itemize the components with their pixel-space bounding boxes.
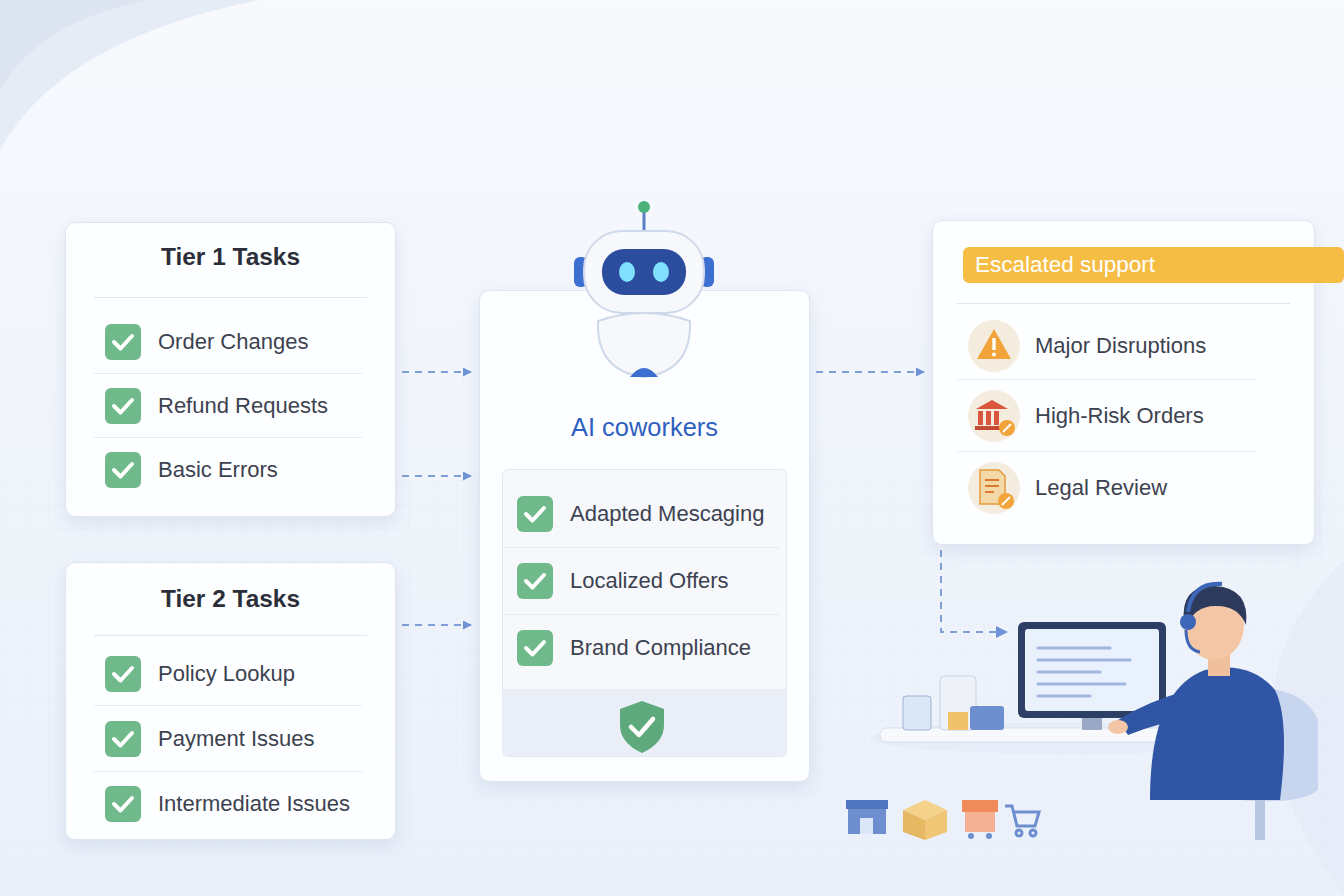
task-row: Basic Errors [94, 437, 362, 501]
dashed-arrow [402, 371, 471, 373]
task-row: Payment Issues [94, 705, 362, 771]
task-row: Order Changes [94, 311, 362, 373]
check-icon [104, 451, 142, 489]
robot-illustration [564, 199, 724, 399]
ai-panel: AI coworkersAdapted MescagingLocalized O… [479, 290, 810, 782]
task-label: Policy Lookup [158, 661, 295, 687]
doc-icon [967, 461, 1021, 515]
task-label: Adapted Mescaging [570, 501, 764, 527]
dashed-arrow [402, 624, 471, 626]
task-label: Basic Errors [158, 457, 278, 483]
task-row: High-Risk Orders [957, 379, 1255, 451]
task-row: Adapted Mescaging [504, 481, 780, 547]
task-row: Major Disruptions [957, 313, 1255, 379]
panel-title: AI coworkers [480, 413, 809, 442]
check-icon [516, 562, 554, 600]
header-pill: Escalated support [963, 247, 1344, 283]
task-label: Brand Compliance [570, 635, 751, 661]
check-icon [104, 720, 142, 758]
divider [94, 635, 367, 636]
task-label: Intermediate Issues [158, 791, 350, 817]
task-label: Payment Issues [158, 726, 315, 752]
bank-icon [967, 389, 1021, 443]
divider [957, 303, 1290, 304]
check-icon [104, 387, 142, 425]
warn-icon [967, 319, 1021, 373]
panel-title: Tier 2 Tasks [66, 585, 395, 613]
task-row: Brand Compliance [504, 614, 780, 681]
task-row: Localized Offers [504, 547, 780, 614]
check-icon [516, 495, 554, 533]
check-icon [104, 655, 142, 693]
dashed-arrow [402, 475, 471, 477]
task-row: Policy Lookup [94, 643, 362, 705]
check-icon [516, 629, 554, 667]
task-panel: Tier 1 TasksOrder ChangesRefund Requests… [65, 222, 396, 517]
task-row: Legal Review [957, 451, 1255, 523]
task-label: High-Risk Orders [1035, 403, 1204, 429]
panel-title: Tier 1 Tasks [66, 243, 395, 271]
check-icon [104, 785, 142, 823]
task-label: Legal Review [1035, 475, 1167, 501]
shield-icon [617, 699, 667, 755]
task-panel: Tier 2 TasksPolicy LookupPayment IssuesI… [65, 562, 396, 840]
escalation-panel: Escalated supportMajor DisruptionsHigh-R… [932, 220, 1315, 545]
task-label: Order Changes [158, 329, 308, 355]
check-icon [104, 323, 142, 361]
dashed-arrow [816, 371, 924, 373]
task-row: Refund Requests [94, 373, 362, 437]
task-label: Major Disruptions [1035, 333, 1206, 359]
task-label: Localized Offers [570, 568, 729, 594]
divider [94, 297, 367, 298]
task-label: Refund Requests [158, 393, 328, 419]
task-row: Intermediate Issues [94, 771, 362, 835]
